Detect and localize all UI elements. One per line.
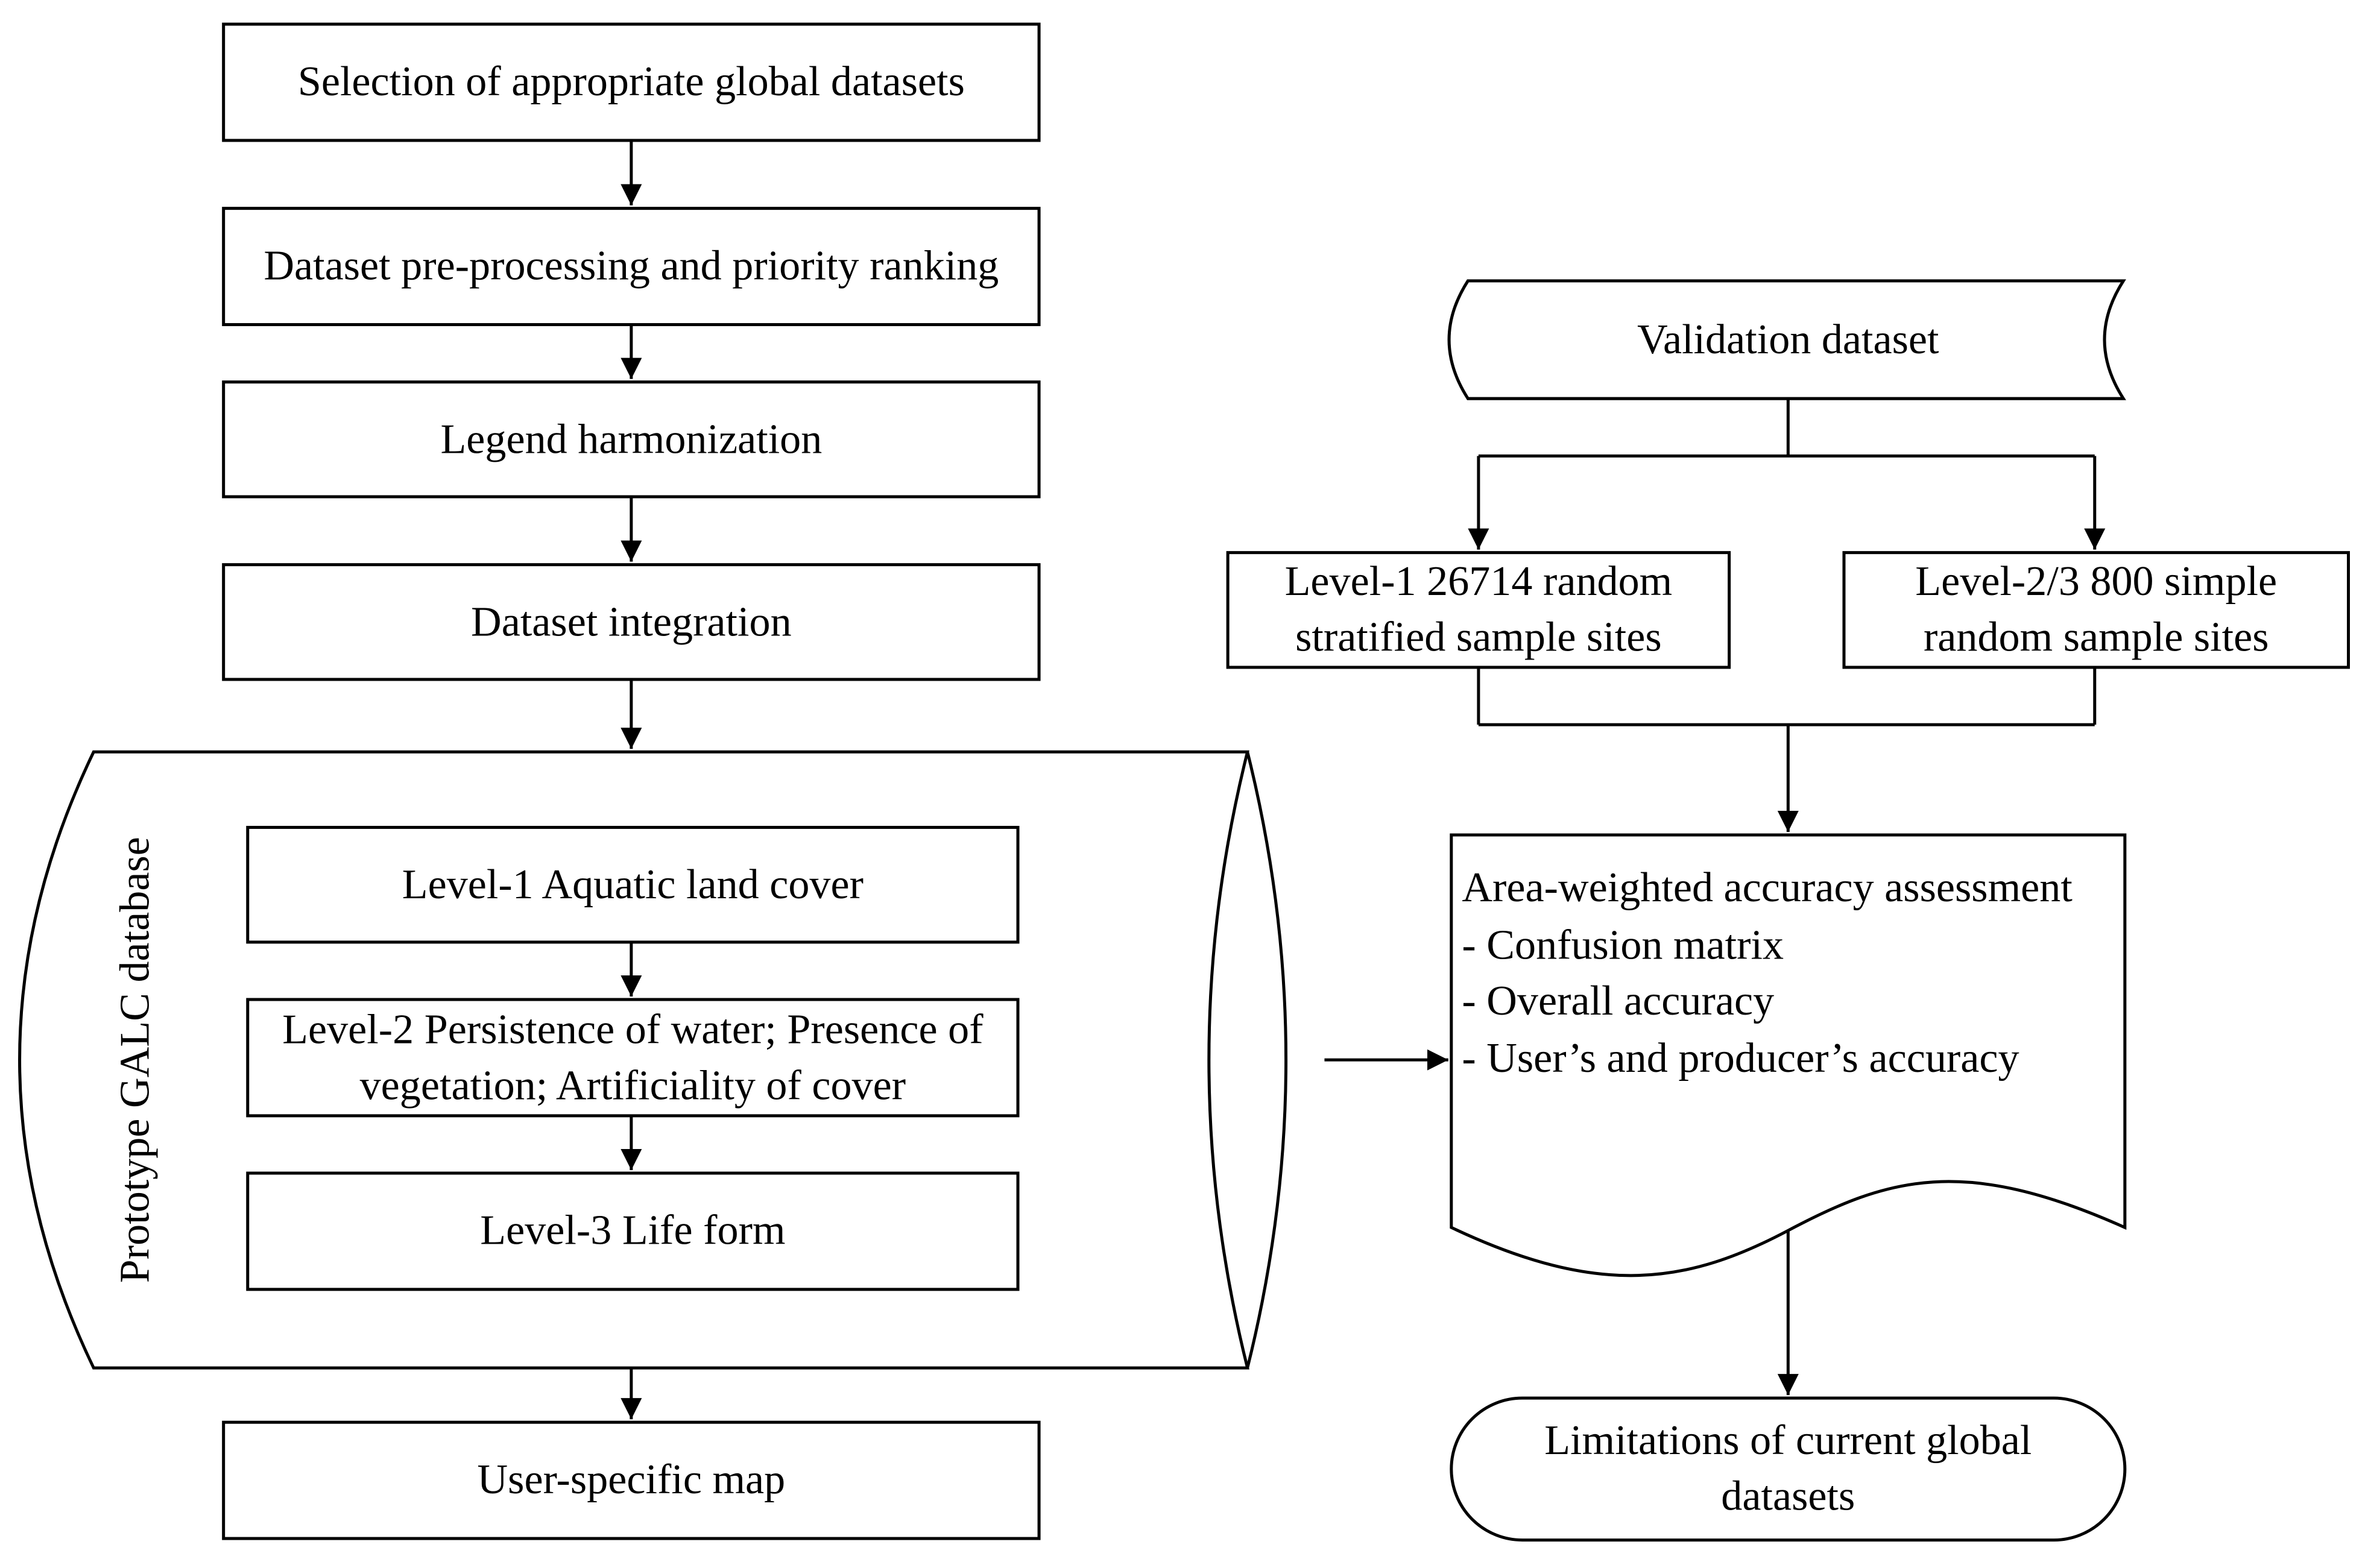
validation-dataset-shape [1447,279,2126,400]
preprocessing-label: Dataset pre-processing and priority rank… [264,243,999,290]
level3-box [246,1171,1020,1291]
assessment-item-confusion: - Confusion matrix [1462,921,1784,969]
level1-samples-label: Level-1 26714 random stratified sample s… [1284,558,1673,661]
user-map-box [222,1420,1041,1540]
assessment-item-users-producers: - User’s and producer’s accuracy [1462,1034,2019,1082]
level1-label: Level-1 Aquatic land cover [402,861,864,908]
database-shape [18,750,1249,1370]
assessment-shape [1450,833,2127,1277]
database-end-curve [1246,751,1288,1368]
database-title: Prototype GALC database [112,837,160,1283]
preprocessing-box [222,207,1041,326]
validation-dataset-label: Validation dataset [1637,316,1939,364]
user-map-label: User-specific map [477,1456,786,1504]
limitations-label: Limitations of current global datasets [1544,1417,2032,1521]
level23-samples-label: Level-2/3 800 simple random sample sites [1915,558,2278,661]
selection-box [222,22,1041,142]
assessment-item-overall: - Overall accuracy [1462,978,1775,1025]
level2-label: Level-2 Persistence of water; Presence o… [282,1006,984,1109]
assessment-title: Area-weighted accuracy assessment [1462,865,2073,912]
legend-label: Legend harmonization [440,415,822,463]
integration-label: Dataset integration [471,599,792,646]
assessment-text: Area-weighted accuracy assessment - Conf… [1462,861,2111,1088]
level3-label: Level-3 Life form [480,1207,786,1255]
selection-label: Selection of appropriate global datasets [297,58,965,106]
integration-box [222,563,1041,681]
limitations-shape [1450,1396,2127,1542]
